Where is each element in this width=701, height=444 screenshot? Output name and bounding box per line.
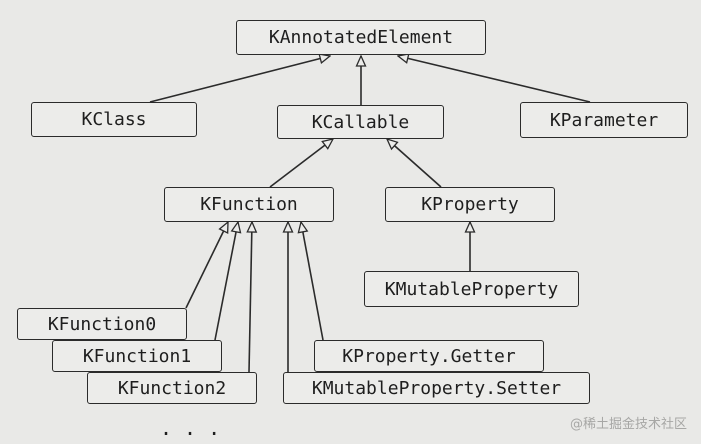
edge-kpropertygetter-kfunction: [301, 222, 324, 341]
edge-kfunction2-kfunction: [249, 222, 252, 373]
node-kproperty-getter: KProperty.Getter: [314, 340, 544, 372]
edge-kfunction0-kfunction: [185, 222, 229, 309]
node-kmutableproperty: KMutableProperty: [364, 271, 579, 307]
edge-kclass-kannotated: [149, 56, 330, 103]
edge-kparameter-kannotated: [398, 56, 591, 103]
node-kclass: KClass: [31, 102, 197, 137]
node-kcallable: KCallable: [277, 105, 444, 139]
node-kproperty: KProperty: [385, 187, 555, 222]
node-kannotatedelement: KAnnotatedElement: [236, 20, 486, 55]
watermark: @稀土掘金技术社区: [569, 417, 687, 432]
edge-kproperty-kcallable: [387, 139, 442, 188]
node-kfunction: KFunction: [164, 187, 334, 222]
node-kparameter: KParameter: [520, 102, 688, 138]
edge-kfunction-kcallable: [269, 139, 333, 188]
node-kfunction1: KFunction1: [52, 340, 222, 372]
node-kfunction2: KFunction2: [87, 372, 257, 404]
edge-kfunction1-kfunction: [214, 222, 238, 341]
node-kmutableproperty-setter: KMutableProperty.Setter: [283, 372, 590, 404]
ellipsis: ...: [160, 416, 233, 440]
node-kfunction0: KFunction0: [17, 308, 187, 340]
